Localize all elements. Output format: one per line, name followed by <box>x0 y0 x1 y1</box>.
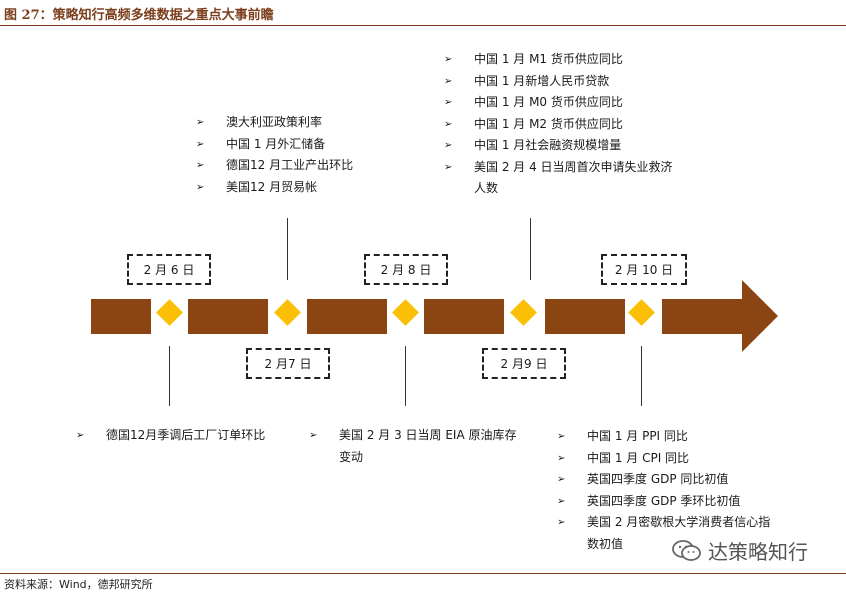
connector-line-feb7 <box>287 218 288 280</box>
arrow-bullet-icon: ➢ <box>557 495 566 507</box>
event-list-feb8: ➢美国 2 月 3 日当周 EIA 原油库存变动 <box>309 425 517 468</box>
event-item: ➢德国12月季调后工厂订单环比 <box>76 425 265 447</box>
arrow-bullet-icon: ➢ <box>444 161 453 173</box>
event-item: ➢美国 2 月 4 日当周首次申请失业救济人数 <box>444 157 673 200</box>
date-box-feb10: 2 月 10 日 <box>601 254 687 285</box>
arrow-bullet-icon: ➢ <box>557 452 566 464</box>
connector-line-feb6 <box>169 346 170 406</box>
arrow-bullet-icon: ➢ <box>196 181 205 193</box>
event-list-feb7: ➢澳大利亚政策利率 ➢中国 1 月外汇储备 ➢德国12 月工业产出环比 ➢美国1… <box>196 112 353 198</box>
event-item: ➢澳大利亚政策利率 <box>196 112 353 134</box>
event-item: ➢美国12 月贸易帐 <box>196 177 353 199</box>
connector-line-feb9 <box>530 218 531 280</box>
arrow-bullet-icon: ➢ <box>196 138 205 150</box>
timeline-marker-feb8 <box>392 299 419 326</box>
timeline-marker-feb7 <box>274 299 301 326</box>
wechat-icon <box>672 539 702 563</box>
timeline-marker-feb10 <box>628 299 655 326</box>
timeline-segment <box>662 299 742 334</box>
event-item: ➢美国 2 月密歇根大学消费者信心指数初值 <box>557 512 770 555</box>
arrow-bullet-icon: ➢ <box>196 160 205 171</box>
figure-title: 图 27：策略知行高频多维数据之重点大事前瞻 <box>4 8 274 23</box>
event-list-feb10: ➢中国 1 月 PPI 同比 ➢中国 1 月 CPI 同比 ➢英国四季度 GDP… <box>557 426 770 555</box>
event-item: ➢中国 1 月社会融资规模增量 <box>444 135 673 157</box>
event-item: ➢英国四季度 GDP 同比初值 <box>557 469 770 491</box>
event-list-feb9: ➢中国 1 月 M1 货币供应同比 ➢中国 1 月新增人民币贷款 ➢中国 1 月… <box>444 49 673 200</box>
event-item: ➢德国12 月工业产出环比 <box>196 155 353 177</box>
timeline-arrow-head <box>742 280 778 352</box>
arrow-bullet-icon: ➢ <box>444 118 453 130</box>
event-list-feb6: ➢德国12月季调后工厂订单环比 <box>76 425 265 447</box>
footer-divider <box>0 573 846 574</box>
watermark: 达策略知行 <box>672 536 808 565</box>
watermark-text: 达策略知行 <box>708 540 808 564</box>
arrow-bullet-icon: ➢ <box>444 54 453 65</box>
arrow-bullet-icon: ➢ <box>557 517 566 528</box>
event-item: ➢中国 1 月 PPI 同比 <box>557 426 770 448</box>
timeline-marker-feb9 <box>510 299 537 326</box>
event-item: ➢英国四季度 GDP 季环比初值 <box>557 491 770 513</box>
date-box-feb9: 2 月9 日 <box>482 348 566 379</box>
timeline-segment <box>307 299 387 334</box>
arrow-bullet-icon: ➢ <box>196 117 205 128</box>
arrow-bullet-icon: ➢ <box>557 431 566 442</box>
timeline-segment <box>91 299 151 334</box>
event-item: ➢中国 1 月外汇储备 <box>196 134 353 156</box>
timeline-segment <box>188 299 268 334</box>
arrow-bullet-icon: ➢ <box>444 75 453 87</box>
event-item: ➢中国 1 月 M0 货币供应同比 <box>444 92 673 114</box>
arrow-bullet-icon: ➢ <box>76 430 85 441</box>
arrow-bullet-icon: ➢ <box>444 97 453 108</box>
date-box-feb7: 2 月7 日 <box>246 348 330 379</box>
connector-line-feb8 <box>405 346 406 406</box>
title-divider <box>0 25 846 26</box>
event-item: ➢中国 1 月 CPI 同比 <box>557 448 770 470</box>
source-note: 资料来源：Wind，德邦研究所 <box>4 578 153 591</box>
event-item: ➢中国 1 月 M2 货币供应同比 <box>444 114 673 136</box>
date-box-feb6: 2 月 6 日 <box>127 254 211 285</box>
event-item: ➢中国 1 月 M1 货币供应同比 <box>444 49 673 71</box>
arrow-bullet-icon: ➢ <box>309 430 318 441</box>
timeline-segment <box>424 299 504 334</box>
timeline-segment <box>545 299 625 334</box>
date-box-feb8: 2 月 8 日 <box>364 254 448 285</box>
arrow-bullet-icon: ➢ <box>444 140 453 151</box>
connector-line-feb10 <box>641 346 642 406</box>
arrow-bullet-icon: ➢ <box>557 474 566 485</box>
event-item: ➢美国 2 月 3 日当周 EIA 原油库存变动 <box>309 425 517 468</box>
event-item: ➢中国 1 月新增人民币贷款 <box>444 71 673 93</box>
timeline-marker-feb6 <box>156 299 183 326</box>
